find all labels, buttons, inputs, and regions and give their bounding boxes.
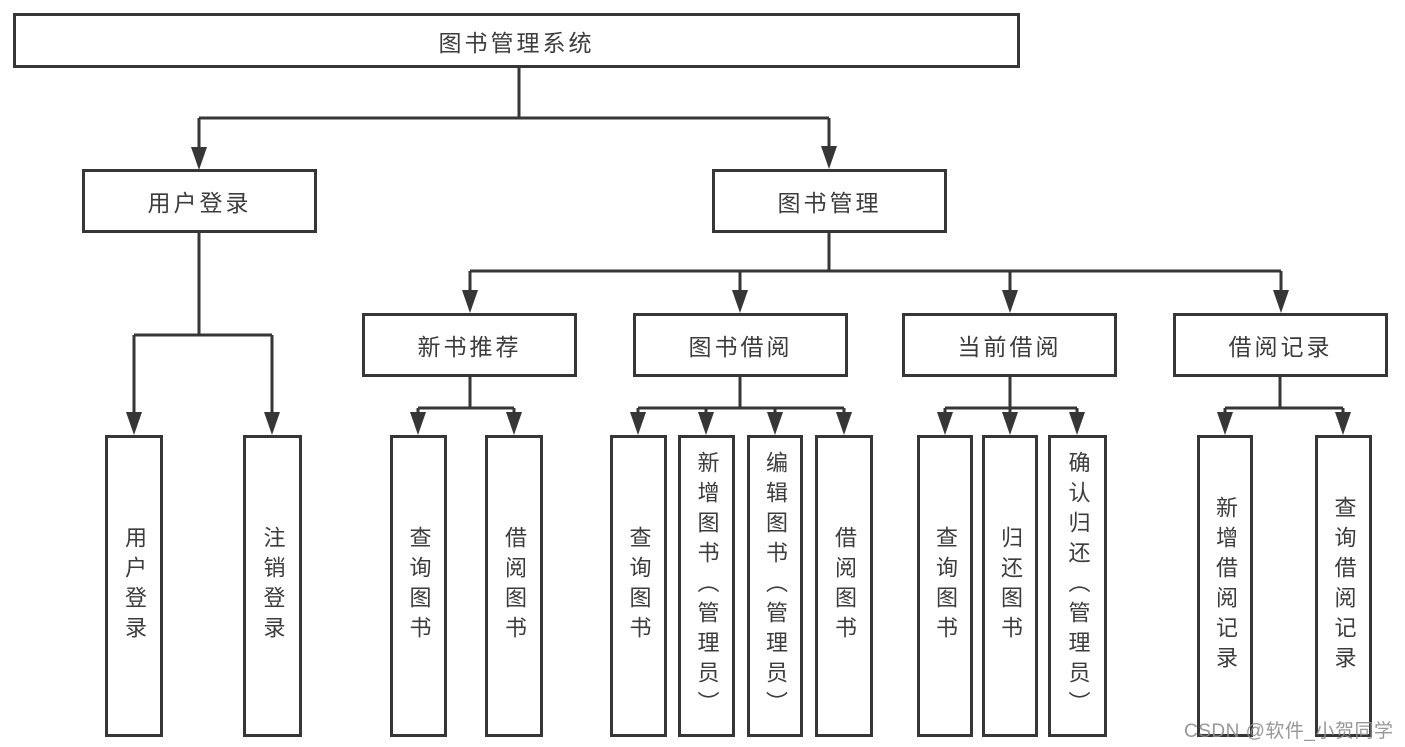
leaf-record-search: 查询借阅记录 bbox=[1315, 435, 1372, 737]
leaf-borrow-add-book: 新增图书（管理员） bbox=[678, 435, 735, 737]
leaf-current-return-book: 归还图书 bbox=[982, 435, 1038, 737]
leaf-borrow-search-book-label: 查询图书 bbox=[626, 526, 652, 646]
leaf-user-login-label: 用户登录 bbox=[122, 526, 147, 646]
csdn-watermark: CSDN @软件_小贺同学 bbox=[1184, 721, 1394, 742]
leaf-borrow-edit-book: 编辑图书（管理员） bbox=[747, 435, 803, 737]
leaf-record-add: 新增借阅记录 bbox=[1197, 435, 1253, 737]
node-current-borrow: 当前借阅 bbox=[902, 313, 1117, 377]
leaf-current-confirm-return: 确认归还（管理员） bbox=[1048, 435, 1107, 737]
leaf-current-return-book-label: 归还图书 bbox=[998, 526, 1023, 646]
leaf-recommend-borrow-book-label: 借阅图书 bbox=[502, 526, 527, 646]
node-book-management-label: 图书管理 bbox=[777, 190, 882, 216]
leaf-recommend-borrow-book: 借阅图书 bbox=[485, 435, 543, 737]
leaf-borrow-edit-book-label: 编辑图书（管理员） bbox=[763, 451, 788, 721]
leaf-logout-label: 注销登录 bbox=[260, 526, 286, 646]
leaf-borrow-borrow-book-label: 借阅图书 bbox=[832, 526, 857, 646]
leaf-user-login: 用户登录 bbox=[105, 435, 163, 737]
node-current-borrow-label: 当前借阅 bbox=[957, 334, 1062, 360]
node-root-label: 图书管理系统 bbox=[438, 29, 595, 56]
node-book-borrow: 图书借阅 bbox=[633, 313, 848, 377]
node-borrow-record: 借阅记录 bbox=[1173, 313, 1388, 377]
node-book-borrow-label: 图书借阅 bbox=[688, 334, 793, 360]
leaf-borrow-borrow-book: 借阅图书 bbox=[815, 435, 873, 737]
leaf-recommend-search-book-label: 查询图书 bbox=[406, 526, 432, 646]
leaf-borrow-add-book-label: 新增图书（管理员） bbox=[694, 451, 720, 721]
leaf-current-confirm-return-label: 确认归还（管理员） bbox=[1065, 451, 1091, 721]
node-new-book-recommend-label: 新书推荐 bbox=[417, 334, 522, 360]
node-user-login: 用户登录 bbox=[82, 169, 317, 233]
node-user-login-label: 用户登录 bbox=[147, 190, 252, 216]
node-book-management: 图书管理 bbox=[712, 169, 947, 233]
node-root-system: 图书管理系统 bbox=[13, 13, 1020, 68]
leaf-recommend-search-book: 查询图书 bbox=[390, 435, 447, 737]
node-borrow-record-label: 借阅记录 bbox=[1228, 334, 1333, 360]
leaf-current-search-book: 查询图书 bbox=[917, 435, 973, 737]
leaf-record-search-label: 查询借阅记录 bbox=[1331, 496, 1357, 676]
leaf-record-add-label: 新增借阅记录 bbox=[1213, 496, 1238, 676]
leaf-current-search-book-label: 查询图书 bbox=[933, 526, 958, 646]
node-new-book-recommend: 新书推荐 bbox=[362, 313, 577, 377]
leaf-borrow-search-book: 查询图书 bbox=[610, 435, 667, 737]
leaf-logout: 注销登录 bbox=[243, 435, 302, 737]
